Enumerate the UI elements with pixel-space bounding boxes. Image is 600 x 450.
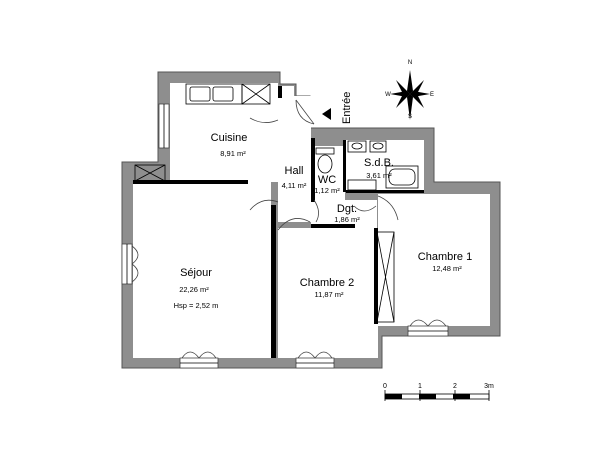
room-area-wc: 1,12 m² [314, 186, 340, 195]
room-area-dgt: 1,86 m² [334, 215, 360, 224]
compass-north: N [408, 60, 412, 66]
compass-south: S [408, 114, 412, 120]
kitchen-cabinet [134, 164, 166, 182]
room-area-chambre2: 11,87 m² [314, 290, 344, 299]
entry-marker: Entrée [322, 92, 353, 124]
room-name-wc: WC [318, 174, 336, 186]
entry-label: Entrée [341, 92, 353, 124]
compass-east: E [430, 92, 434, 98]
room-name-cuisine: Cuisine [211, 132, 248, 144]
room-name-chambre1: Chambre 1 [418, 251, 472, 263]
room-name-chambre2: Chambre 2 [300, 277, 354, 289]
closet [376, 231, 395, 323]
room-area-chambre1: 12,48 m² [432, 264, 462, 273]
interior-partitions [133, 86, 424, 358]
compass-rose: N S E W [385, 60, 434, 120]
room-interiors [133, 83, 490, 358]
scale-tick-3: 3m [484, 383, 494, 390]
scale-tick-1: 1 [418, 383, 422, 390]
compass-west: W [385, 92, 391, 98]
scale-tick-0: 0 [383, 383, 387, 390]
room-note-sejour: Hsp = 2,52 m [174, 301, 219, 310]
door-swings [249, 99, 399, 231]
room-area-hall: 4,11 m² [282, 181, 307, 190]
room-labels: Cuisine 8,91 m² Hall 4,11 m² WC 1,12 m² … [174, 132, 473, 310]
room-name-sejour: Séjour [180, 267, 212, 279]
scale-tick-2: 2 [453, 383, 457, 390]
room-name-sdb: S.d.B. [364, 157, 394, 169]
window-swings [131, 245, 447, 359]
room-area-sdb: 3,61 m² [366, 171, 392, 180]
room-name-hall: Hall [285, 165, 304, 177]
scale-bar: 0 1 2 3m [383, 383, 494, 401]
room-area-sejour: 22,26 m² [179, 285, 209, 294]
wc-fixtures [315, 147, 335, 174]
kitchen-counter [185, 83, 271, 105]
room-name-dgt: Dgt. [337, 203, 357, 215]
room-area-cuisine: 8,91 m² [220, 149, 246, 158]
bath-fixtures [347, 140, 419, 191]
